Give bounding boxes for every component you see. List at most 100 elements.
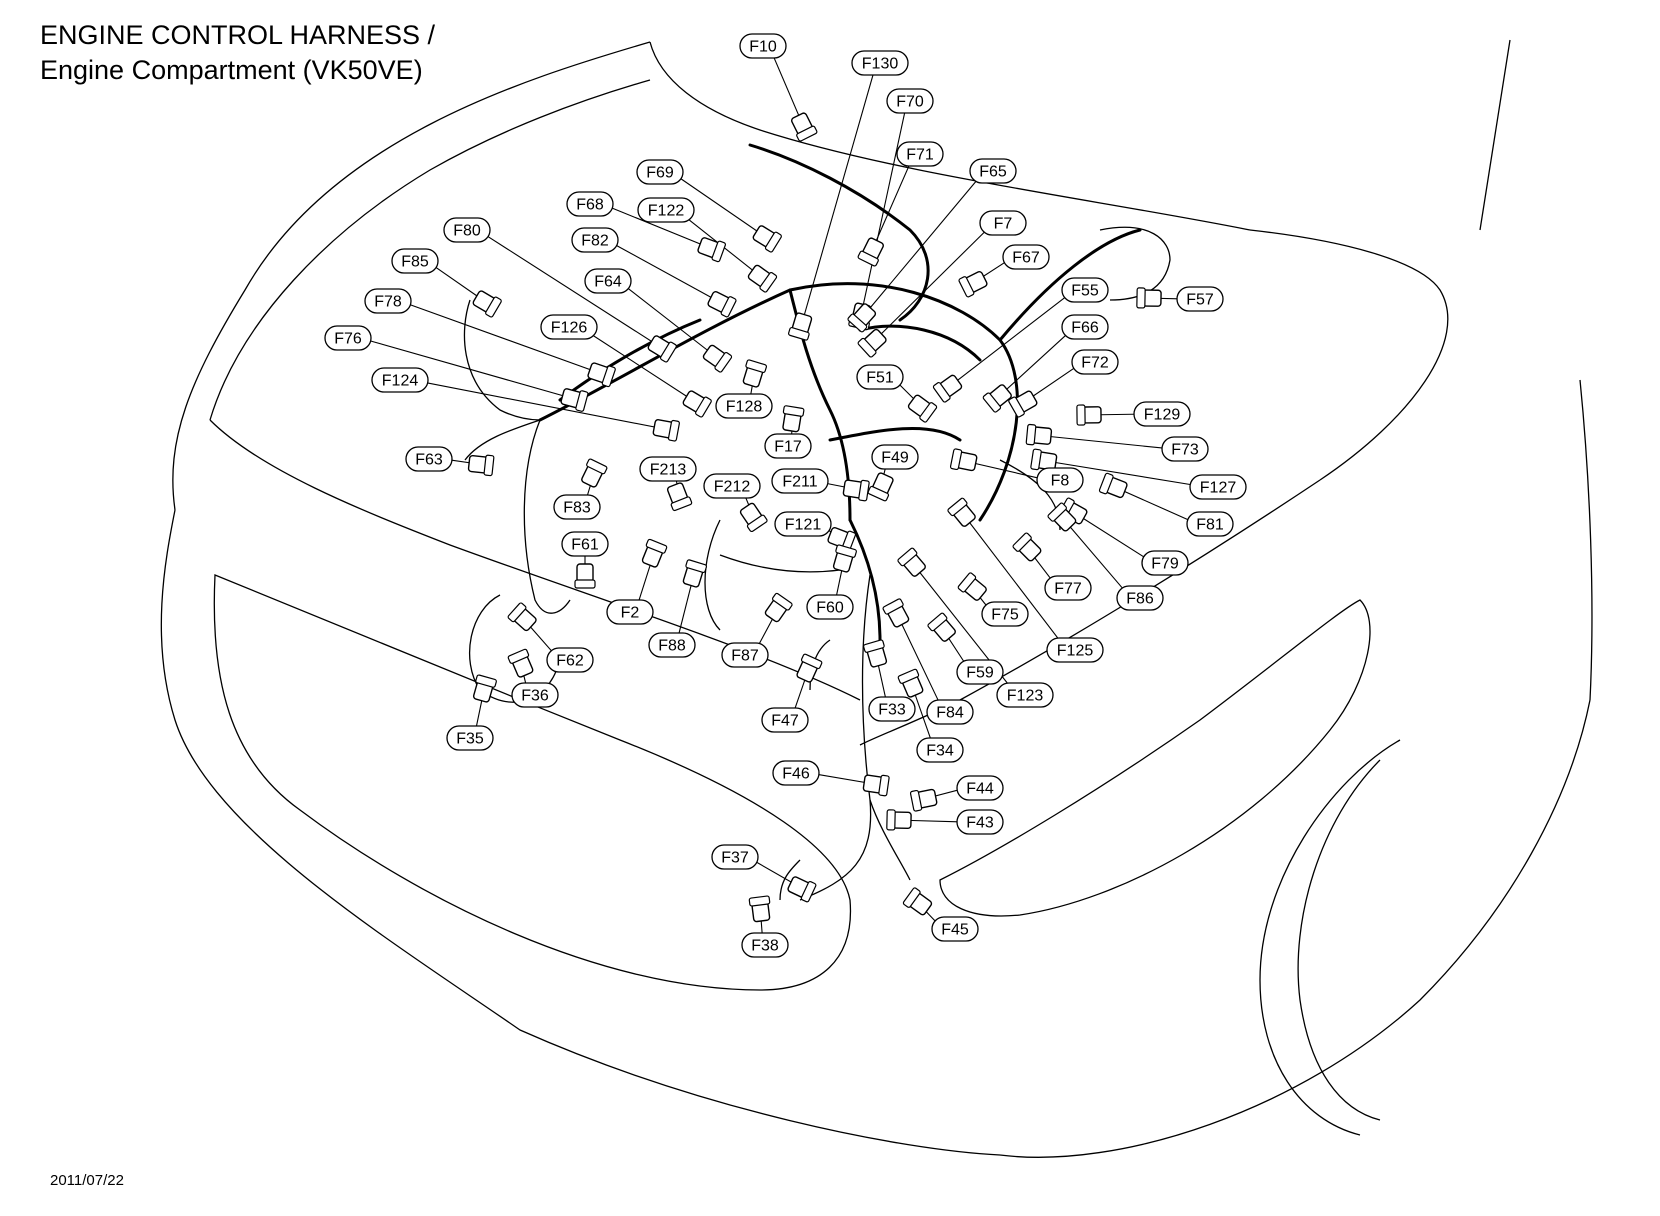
connector-label-f34[interactable]: F34 (916, 737, 964, 763)
connector-label-f72[interactable]: F72 (1071, 349, 1119, 375)
connector-label-f125[interactable]: F125 (1046, 637, 1104, 663)
connector-f77-icon[interactable] (1012, 532, 1043, 563)
connector-f63-icon[interactable] (467, 453, 495, 477)
connector-label-f81[interactable]: F81 (1186, 511, 1234, 537)
connector-label-f79[interactable]: F79 (1141, 550, 1189, 576)
connector-label-f67[interactable]: F67 (1002, 244, 1050, 270)
connector-f47-icon[interactable] (794, 653, 823, 684)
connector-label-f84[interactable]: F84 (926, 699, 974, 725)
connector-label-f85[interactable]: F85 (391, 248, 439, 274)
connector-f122-icon[interactable] (746, 263, 778, 293)
connector-f75-icon[interactable] (957, 572, 988, 603)
connector-f38-icon[interactable] (748, 895, 772, 923)
connector-f87-icon[interactable] (763, 592, 793, 624)
connector-f123-icon[interactable] (897, 547, 928, 578)
connector-label-f62[interactable]: F62 (546, 647, 594, 673)
connector-f130-icon[interactable] (788, 312, 814, 341)
connector-label-f65[interactable]: F65 (969, 158, 1017, 184)
connector-label-f121[interactable]: F121 (774, 511, 832, 537)
connector-f57-icon[interactable] (1136, 287, 1162, 309)
connector-f72-icon[interactable] (1008, 388, 1039, 418)
connector-f125-icon[interactable] (947, 497, 978, 528)
connector-f65-icon[interactable] (847, 301, 878, 333)
connector-f7-icon[interactable] (857, 327, 888, 358)
connector-f82-icon[interactable] (706, 289, 737, 318)
connector-label-f49[interactable]: F49 (871, 444, 919, 470)
connector-label-f68[interactable]: F68 (566, 191, 614, 217)
connector-label-f38[interactable]: F38 (741, 932, 789, 958)
connector-f34-icon[interactable] (897, 668, 926, 699)
connector-label-f36[interactable]: F36 (511, 682, 559, 708)
connector-f78-icon[interactable] (587, 360, 616, 388)
connector-label-f10[interactable]: F10 (739, 33, 787, 59)
connector-label-f7[interactable]: F7 (979, 210, 1027, 236)
connector-label-f33[interactable]: F33 (868, 696, 916, 722)
connector-f44-icon[interactable] (909, 787, 938, 812)
connector-f69-icon[interactable] (751, 223, 782, 253)
connector-f213-icon[interactable] (665, 481, 693, 512)
connector-label-f69[interactable]: F69 (636, 159, 684, 185)
connector-f126-icon[interactable] (681, 388, 712, 418)
connector-f33-icon[interactable] (863, 639, 889, 669)
connector-label-f17[interactable]: F17 (764, 433, 812, 459)
connector-f67-icon[interactable] (958, 269, 988, 298)
connector-label-f46[interactable]: F46 (772, 760, 820, 786)
connector-label-f2[interactable]: F2 (606, 599, 654, 625)
connector-f51-icon[interactable] (906, 392, 938, 423)
connector-label-f77[interactable]: F77 (1044, 575, 1092, 601)
connector-label-f59[interactable]: F59 (956, 659, 1004, 685)
connector-label-f75[interactable]: F75 (981, 601, 1029, 627)
connector-label-f51[interactable]: F51 (856, 364, 904, 390)
connector-f46-icon[interactable] (862, 773, 890, 797)
connector-f128-icon[interactable] (741, 359, 768, 388)
connector-f81-icon[interactable] (1098, 472, 1129, 500)
connector-label-f88[interactable]: F88 (648, 632, 696, 658)
connector-label-f35[interactable]: F35 (446, 725, 494, 751)
connector-f35-icon[interactable] (471, 674, 497, 704)
connector-f59-icon[interactable] (927, 612, 958, 643)
connector-label-f126[interactable]: F126 (540, 314, 598, 340)
connector-label-f55[interactable]: F55 (1061, 277, 1109, 303)
connector-label-f128[interactable]: F128 (715, 393, 773, 419)
connector-label-f44[interactable]: F44 (956, 775, 1004, 801)
connector-label-f57[interactable]: F57 (1176, 286, 1224, 312)
connector-f49-icon[interactable] (867, 471, 896, 502)
connector-f43-icon[interactable] (886, 809, 912, 831)
connector-label-f8[interactable]: F8 (1036, 467, 1084, 493)
connector-f36-icon[interactable] (507, 648, 536, 679)
connector-label-f129[interactable]: F129 (1133, 401, 1191, 427)
connector-f88-icon[interactable] (681, 559, 708, 588)
connector-label-f211[interactable]: F211 (771, 468, 829, 494)
connector-f83-icon[interactable] (579, 458, 608, 488)
connector-f2-icon[interactable] (640, 538, 668, 569)
connector-label-f43[interactable]: F43 (956, 809, 1004, 835)
connector-label-f130[interactable]: F130 (851, 50, 909, 76)
connector-f71-icon[interactable] (857, 236, 886, 267)
connector-f64-icon[interactable] (701, 343, 733, 373)
connector-f61-icon[interactable] (574, 563, 596, 589)
connector-f10-icon[interactable] (789, 111, 818, 142)
connector-label-f66[interactable]: F66 (1061, 314, 1109, 340)
connector-label-f61[interactable]: F61 (561, 531, 609, 557)
connector-label-f87[interactable]: F87 (721, 642, 769, 668)
connector-f68-icon[interactable] (697, 235, 726, 263)
connector-label-f73[interactable]: F73 (1161, 436, 1209, 462)
connector-label-f64[interactable]: F64 (584, 268, 632, 294)
connector-label-f47[interactable]: F47 (761, 707, 809, 733)
connector-label-f123[interactable]: F123 (996, 682, 1054, 708)
connector-label-f63[interactable]: F63 (405, 446, 453, 472)
connector-label-f124[interactable]: F124 (371, 367, 429, 393)
connector-label-f76[interactable]: F76 (324, 325, 372, 351)
connector-f80-icon[interactable] (646, 333, 677, 363)
connector-f76-icon[interactable] (560, 386, 589, 412)
connector-label-f212[interactable]: F212 (703, 473, 761, 499)
connector-f124-icon[interactable] (652, 417, 680, 442)
connector-label-f86[interactable]: F86 (1116, 585, 1164, 611)
connector-label-f45[interactable]: F45 (931, 916, 979, 942)
connector-f212-icon[interactable] (738, 501, 768, 533)
connector-f37-icon[interactable] (786, 874, 817, 903)
connector-f60-icon[interactable] (831, 544, 857, 574)
connector-label-f213[interactable]: F213 (639, 456, 697, 482)
connector-f17-icon[interactable] (781, 405, 805, 433)
connector-label-f122[interactable]: F122 (637, 197, 695, 223)
